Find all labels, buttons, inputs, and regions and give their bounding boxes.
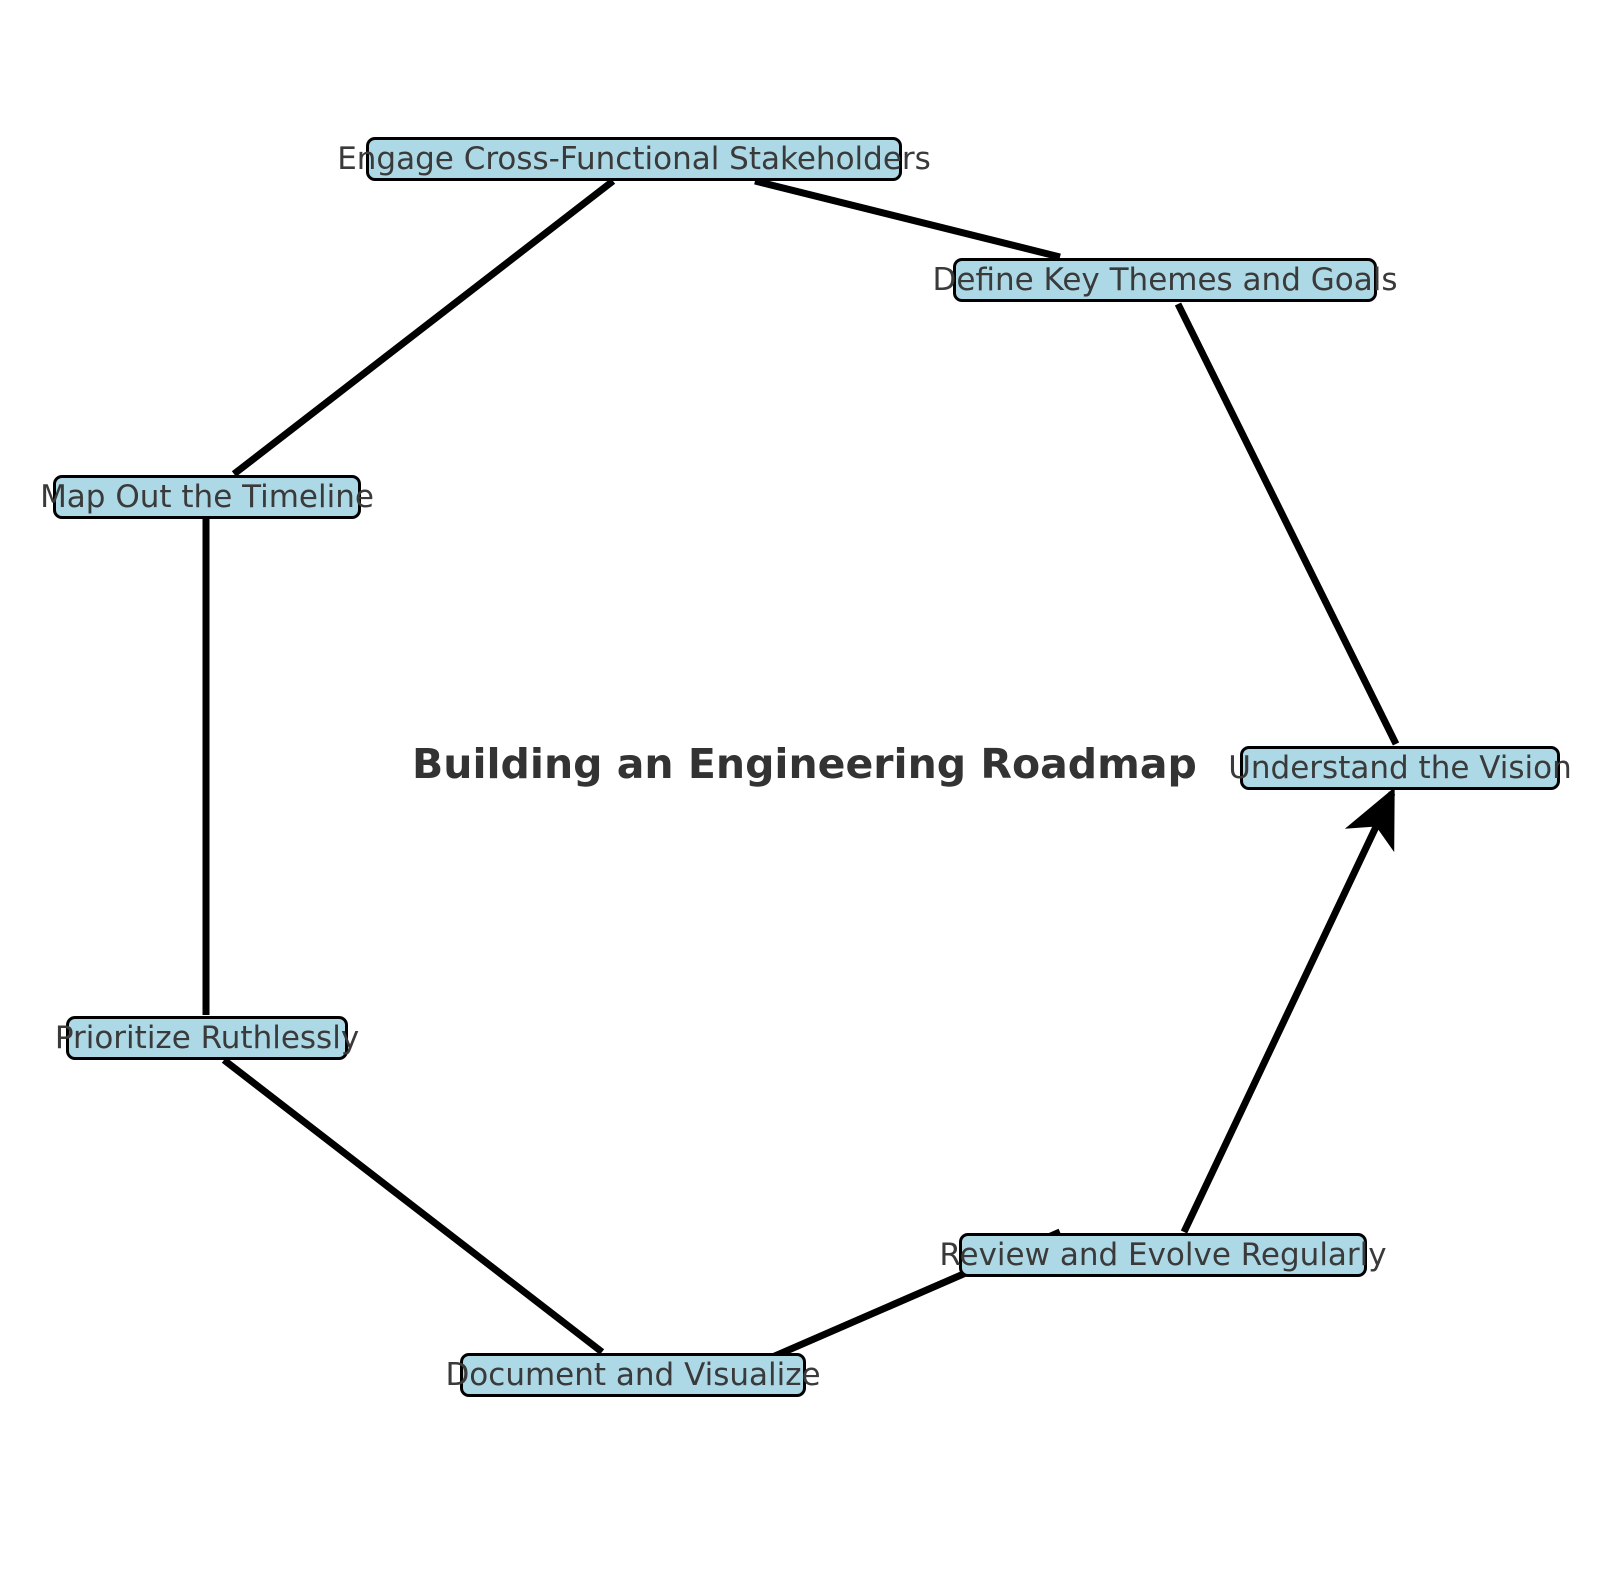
node-label: Understand the Vision xyxy=(1228,749,1572,786)
node-define-key-themes-and-goals[interactable]: Define Key Themes and Goals xyxy=(933,258,1397,302)
node-review-and-evolve-regularly[interactable]: Review and Evolve Regularly xyxy=(939,1233,1387,1277)
node-label: Prioritize Ruthlessly xyxy=(54,1019,360,1056)
edge-review-evolve-to-understand-vision xyxy=(1180,787,1396,1234)
edge-prioritize-to-document-visualize xyxy=(221,1057,605,1355)
edge-define-themes-to-understand-vision xyxy=(1174,302,1400,746)
node-label: Document and Visualize xyxy=(445,1356,821,1393)
edge-engage-stakeholders-to-map-timeline xyxy=(231,178,616,477)
node-label: Map Out the Timeline xyxy=(40,478,374,515)
node-map-out-the-timeline[interactable]: Map Out the Timeline xyxy=(40,475,374,519)
node-document-and-visualize[interactable]: Document and Visualize xyxy=(445,1353,821,1397)
node-label: Define Key Themes and Goals xyxy=(932,261,1398,298)
edge-engage-stakeholders-to-define-themes xyxy=(754,177,1061,261)
node-label: Engage Cross-Functional Stakeholders xyxy=(337,140,931,177)
node-understand-the-vision[interactable]: Understand the Vision xyxy=(1228,746,1572,790)
node-label: Review and Evolve Regularly xyxy=(939,1236,1387,1273)
node-prioritize-ruthlessly[interactable]: Prioritize Ruthlessly xyxy=(55,1016,359,1060)
node-engage-cross-functional-stakeholders[interactable]: Engage Cross-Functional Stakeholders xyxy=(337,137,931,181)
diagram-center-title: Building an Engineering Roadmap xyxy=(412,740,1197,788)
